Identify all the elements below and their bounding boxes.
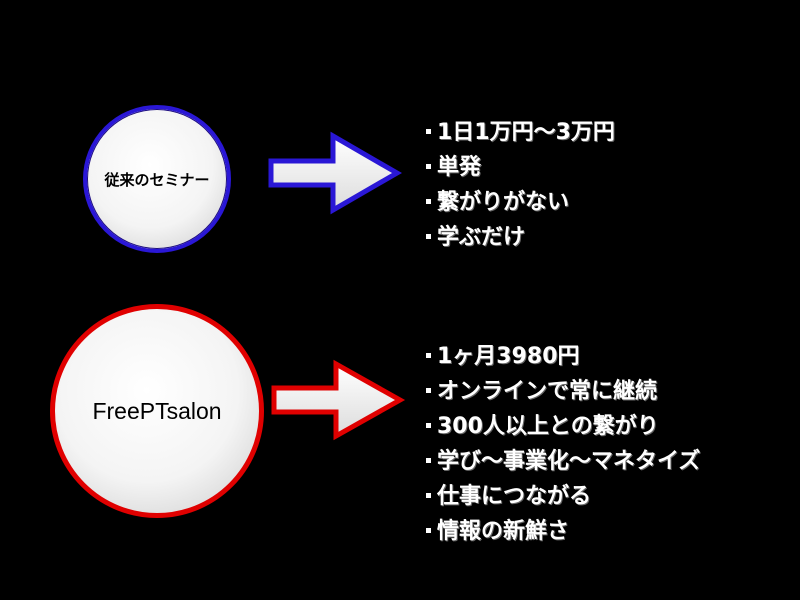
traditional-seminar-label: 従来のセミナー xyxy=(104,170,210,189)
traditional-seminar-circle: 従来のセミナー xyxy=(83,105,231,253)
freeptsalon-list: 1ヶ月3980円 オンラインで常に継続 300人以上との繋がり 学び～事業化～マ… xyxy=(426,339,700,549)
list-item: 仕事につながる xyxy=(426,479,700,514)
bullet-icon xyxy=(426,233,431,239)
arrow-right-icon xyxy=(268,131,402,215)
bullet-icon xyxy=(426,492,431,498)
bullet-icon xyxy=(426,128,431,134)
bullet-icon xyxy=(426,527,431,533)
bullet-icon xyxy=(426,198,431,204)
traditional-seminar-list: 1日1万円～3万円 単発 繋がりがない 学ぶだけ xyxy=(426,115,615,255)
bullet-icon xyxy=(426,457,431,463)
list-item: 学ぶだけ xyxy=(426,220,615,255)
freeptsalon-circle: FreePTsalon xyxy=(50,304,264,518)
list-item: 繋がりがない xyxy=(426,185,615,220)
list-item: オンラインで常に継続 xyxy=(426,374,700,409)
list-item: 情報の新鮮さ xyxy=(426,514,700,549)
bullet-icon xyxy=(426,422,431,428)
list-item: 学び～事業化～マネタイズ xyxy=(426,444,700,479)
bullet-icon xyxy=(426,163,431,169)
arrow-right-icon xyxy=(271,359,406,441)
list-item: 300人以上との繋がり xyxy=(426,409,700,444)
bullet-icon xyxy=(426,352,431,358)
list-item: 1ヶ月3980円 xyxy=(426,339,700,374)
list-item: 1日1万円～3万円 xyxy=(426,115,615,150)
freeptsalon-label: FreePTsalon xyxy=(92,397,222,424)
list-item: 単発 xyxy=(426,150,615,185)
bullet-icon xyxy=(426,387,431,393)
